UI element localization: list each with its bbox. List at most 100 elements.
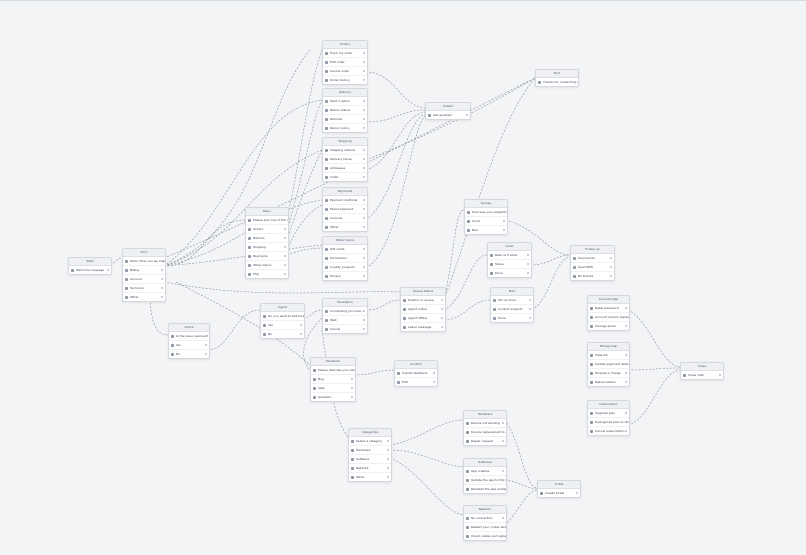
node-option[interactable]: Send email [571,254,614,263]
node-option[interactable]: Hello! How can we help you today? [123,257,165,266]
node-option[interactable]: Leave message [401,323,445,331]
output-port[interactable] [387,449,389,451]
node-option[interactable]: Wait [323,316,367,325]
output-port[interactable] [503,229,505,231]
output-port[interactable] [387,476,389,478]
output-port[interactable] [161,296,163,298]
output-port[interactable] [161,287,163,289]
node-option[interactable]: Create ticket [538,489,580,497]
node-option[interactable]: Ask question [426,111,470,119]
node-option[interactable]: Edit order [323,58,367,67]
output-port[interactable] [363,61,365,63]
node-option[interactable]: Agent online [401,305,445,314]
output-port[interactable] [300,324,302,326]
output-port[interactable] [387,440,389,442]
output-port[interactable] [502,488,504,490]
output-port[interactable] [363,79,365,81]
output-port[interactable] [625,325,627,327]
node-option[interactable]: Device replacement is available within w… [464,428,506,437]
output-port[interactable] [441,299,443,301]
node-option[interactable]: FAQ [246,270,288,278]
output-port[interactable] [527,263,529,265]
output-port[interactable] [625,381,627,383]
node-option[interactable]: Costs [323,173,367,181]
node-option[interactable]: Submit feedback [395,369,437,378]
node-option[interactable]: Dispute a charge [588,369,629,378]
output-port[interactable] [107,269,109,271]
output-port[interactable] [363,167,365,169]
output-port[interactable] [161,278,163,280]
node-option[interactable]: Cancel subscription [588,427,629,435]
output-port[interactable] [284,255,286,257]
node-option[interactable]: Software [349,455,391,464]
output-port[interactable] [625,430,627,432]
node-option[interactable]: View bill [588,351,629,360]
node-option[interactable]: Upgrade plan [588,409,629,418]
output-port[interactable] [387,467,389,469]
node-option[interactable]: Cancel order [323,67,367,76]
node-option[interactable]: No [261,330,304,338]
node-option[interactable]: Other [323,223,367,231]
node-option[interactable]: Agent offline [401,314,445,323]
node-option[interactable]: App crashes [464,467,506,476]
output-port[interactable] [363,176,365,178]
node-option[interactable]: Other topics [246,261,288,270]
node-option[interactable]: Bad [465,226,507,234]
output-port[interactable] [529,317,531,319]
output-port[interactable] [441,308,443,310]
output-port[interactable] [527,254,529,256]
node-option[interactable]: Payments [246,252,288,261]
output-port[interactable] [161,269,163,271]
node-option[interactable]: Share [488,260,531,269]
node-option[interactable]: Done [491,314,533,322]
node-option[interactable]: Thanks for contacting us. Goodbye! [536,78,578,86]
node-option[interactable]: Failed payment [323,205,367,214]
node-option[interactable]: Check cables and signal strength [464,532,506,540]
node-option[interactable]: Position in queue [401,296,445,305]
node-option[interactable]: Privacy [323,272,367,280]
output-port[interactable] [610,257,612,259]
output-port[interactable] [625,372,627,374]
output-port[interactable] [502,440,504,442]
output-port[interactable] [284,273,286,275]
output-port[interactable] [610,275,612,277]
output-port[interactable] [466,114,468,116]
node-option[interactable]: Connecting you now... [323,307,367,316]
node-option[interactable]: Return policy [323,124,367,132]
output-port[interactable] [284,264,286,266]
output-port[interactable] [625,412,627,414]
node-option[interactable]: Return status [323,106,367,115]
output-port[interactable] [503,220,505,222]
node-option[interactable]: Good [465,217,507,226]
output-port[interactable] [363,328,365,330]
output-port[interactable] [351,378,353,380]
node-option[interactable]: Contact support [491,305,533,314]
node-option[interactable]: Payment methods [323,196,367,205]
node-option[interactable]: Restart your router and try again [464,523,506,532]
output-port[interactable] [387,458,389,460]
output-port[interactable] [441,326,443,328]
output-port[interactable] [363,118,365,120]
node-option[interactable]: Other [349,473,391,481]
output-port[interactable] [433,381,435,383]
output-port[interactable] [284,228,286,230]
node-option[interactable]: Start a return [323,97,367,106]
node-option[interactable]: How was your experience? [465,208,507,217]
